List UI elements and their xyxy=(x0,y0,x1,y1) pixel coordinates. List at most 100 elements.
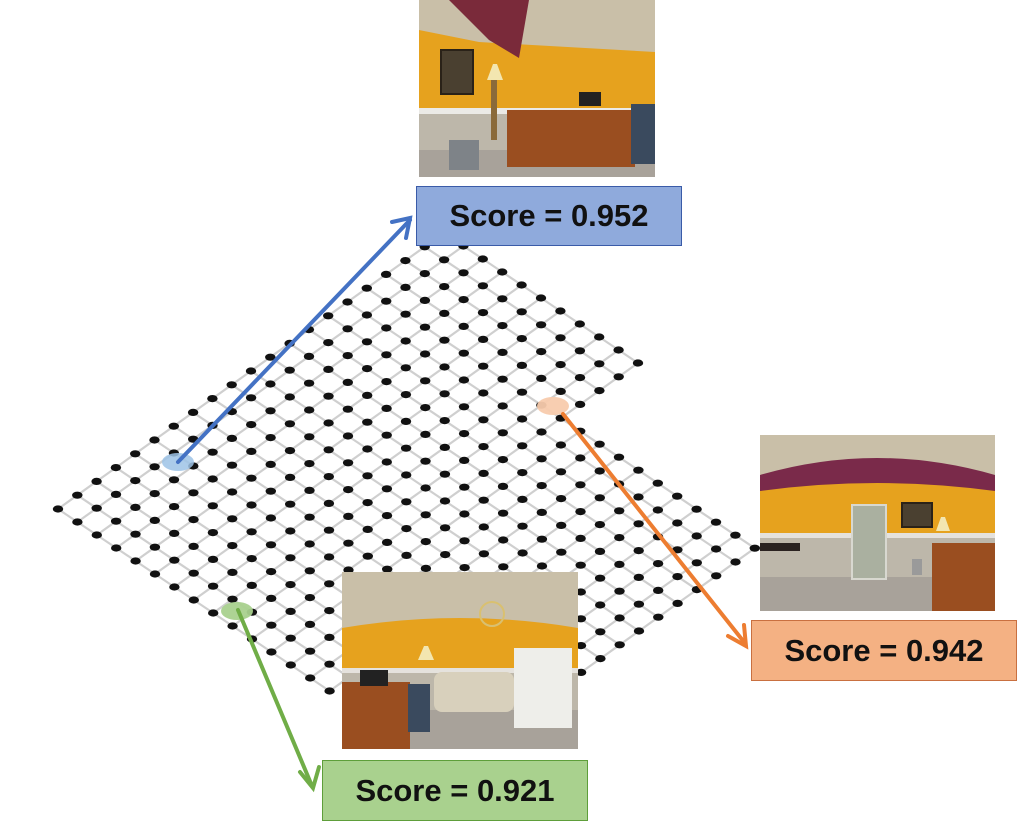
grid-dot xyxy=(419,270,430,278)
grid-dot xyxy=(169,556,180,564)
grid-dot xyxy=(458,376,470,384)
grid-dot xyxy=(478,416,489,424)
grid-dot xyxy=(303,379,315,387)
grid-dot xyxy=(342,378,353,386)
grid-dot xyxy=(265,460,276,468)
grid-dot xyxy=(266,594,277,603)
grid-dot xyxy=(400,283,411,291)
grid-dot xyxy=(323,419,334,427)
grid-dot xyxy=(614,614,625,622)
grid-dot xyxy=(459,456,470,464)
grid-dot xyxy=(440,551,451,559)
grid-dot xyxy=(535,321,547,329)
grid-dot xyxy=(555,361,566,369)
grid-dot xyxy=(207,529,219,537)
grid-dot xyxy=(439,336,450,344)
grid-dot xyxy=(381,378,392,386)
grid-dot xyxy=(265,434,276,442)
grid-dot xyxy=(575,668,587,677)
grid-dot xyxy=(439,524,451,532)
grid-dot xyxy=(227,515,238,523)
grid-dot xyxy=(439,470,451,478)
blue-arrow xyxy=(176,215,413,464)
grid-dot xyxy=(497,322,508,330)
grid-dot xyxy=(111,544,122,552)
grid-dot xyxy=(266,648,277,656)
grid-dot xyxy=(672,573,683,581)
grid-dot xyxy=(91,477,102,485)
grid-dot xyxy=(691,532,702,540)
grid-dot xyxy=(227,622,238,630)
grid-dot xyxy=(324,580,335,588)
grid-dot xyxy=(323,446,334,454)
grid-dot xyxy=(574,400,586,408)
grid-dot xyxy=(381,351,392,359)
grid-dot xyxy=(478,443,489,451)
grid-dot xyxy=(652,506,664,514)
grid-dot xyxy=(632,359,644,367)
grid-dot xyxy=(478,550,490,558)
grid-dot xyxy=(207,582,219,590)
score-label-green: Score = 0.921 xyxy=(322,760,588,821)
grid-dot xyxy=(652,560,664,568)
grid-dot xyxy=(420,538,431,546)
grid-dot xyxy=(633,547,644,555)
grid-dot xyxy=(342,298,353,306)
grid-dot xyxy=(400,257,411,265)
grid-dot xyxy=(614,534,625,542)
grid-dot xyxy=(400,391,412,399)
grid-dot xyxy=(536,348,547,356)
grid-dot xyxy=(304,647,316,655)
grid-dot xyxy=(614,641,625,649)
grid-dot xyxy=(672,546,683,554)
grid-dot xyxy=(575,534,586,543)
grid-dot xyxy=(400,444,412,452)
grid-dot xyxy=(420,457,431,465)
grid-dot xyxy=(342,352,353,360)
grid-dot xyxy=(574,320,585,328)
grid-dot xyxy=(614,587,625,595)
grid-dot xyxy=(324,607,335,615)
grid-dot xyxy=(304,406,315,414)
grid-dot xyxy=(285,500,296,508)
grid-dot xyxy=(362,472,373,480)
grid-dot xyxy=(285,607,296,616)
grid-dot xyxy=(458,269,469,277)
grid-dot xyxy=(691,505,702,513)
grid-dot xyxy=(459,483,470,491)
grid-dot xyxy=(324,687,335,695)
grid-dot xyxy=(323,339,334,347)
grid-dot xyxy=(381,458,392,466)
grid-dot xyxy=(575,454,586,462)
grid-dot xyxy=(420,430,431,438)
grid-dot xyxy=(497,482,509,490)
grid-dot xyxy=(361,284,372,292)
grid-dot xyxy=(459,510,470,518)
grid-dot xyxy=(555,334,566,342)
grid-dot xyxy=(401,551,412,560)
grid-dot xyxy=(594,521,606,529)
grid-dot xyxy=(555,468,567,476)
grid-dot xyxy=(304,513,315,521)
grid-dot xyxy=(343,486,354,494)
grid-dot xyxy=(245,394,257,402)
grid-dot xyxy=(614,507,625,515)
grid-dot xyxy=(400,364,411,372)
grid-dot xyxy=(381,485,393,493)
grid-dot xyxy=(595,655,606,663)
grid-dot xyxy=(72,491,83,499)
grid-dot xyxy=(420,404,431,412)
green-arrow xyxy=(236,608,321,793)
grid-dot xyxy=(149,463,160,471)
grid-dot xyxy=(497,402,508,410)
grid-dot xyxy=(265,407,276,415)
grid-dot xyxy=(575,508,586,516)
grid-dot xyxy=(343,566,354,574)
grid-dot xyxy=(477,255,488,263)
grid-dot xyxy=(730,558,741,566)
grid-dot xyxy=(110,490,122,498)
grid-dot xyxy=(207,555,219,564)
grid-dot xyxy=(458,296,469,304)
grid-dot xyxy=(613,453,625,461)
